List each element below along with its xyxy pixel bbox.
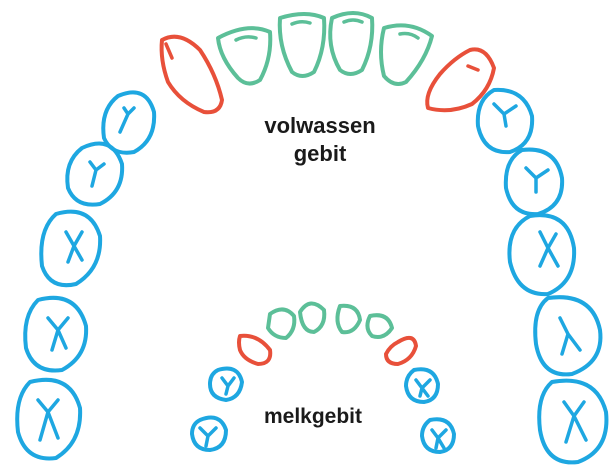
- milk-canine-left: [239, 336, 270, 364]
- adult-molar-right-4: [535, 297, 600, 374]
- adult-molar-left-1: [103, 92, 154, 152]
- adult-molar-left-5: [17, 380, 80, 459]
- milk-molar-right-1: [406, 369, 438, 402]
- adult-molar-right-5: [539, 381, 606, 463]
- milk-incisor-2: [300, 303, 324, 332]
- adult-molar-right-1: [478, 90, 532, 152]
- milk-incisor-3: [337, 306, 360, 332]
- milk-incisor-4: [367, 315, 392, 337]
- milk-molar-left-2: [192, 418, 226, 450]
- milk-teeth-label: melkgebit: [238, 404, 388, 430]
- milk-incisor-1: [268, 309, 294, 338]
- adult-molar-left-3: [41, 212, 100, 286]
- adult-molar-left-2: [67, 144, 122, 205]
- adult-incisor-2: [280, 14, 325, 76]
- adult-teeth-label-line1: volwassen: [240, 112, 400, 140]
- milk-molar-left-1: [210, 369, 242, 401]
- adult-molar-left-4: [25, 298, 86, 371]
- milk-molar-right-2: [422, 419, 454, 452]
- adult-incisor-3: [330, 13, 372, 74]
- adult-molar-right-3: [509, 215, 574, 294]
- adult-incisor-1: [218, 28, 270, 83]
- adult-molar-right-2: [506, 150, 562, 215]
- adult-teeth-label-line2: gebit: [240, 140, 400, 168]
- adult-canine-left: [162, 37, 222, 113]
- adult-teeth-label: volwassen gebit: [240, 112, 400, 167]
- milk-canine-right: [386, 338, 416, 364]
- adult-incisor-4: [381, 25, 432, 84]
